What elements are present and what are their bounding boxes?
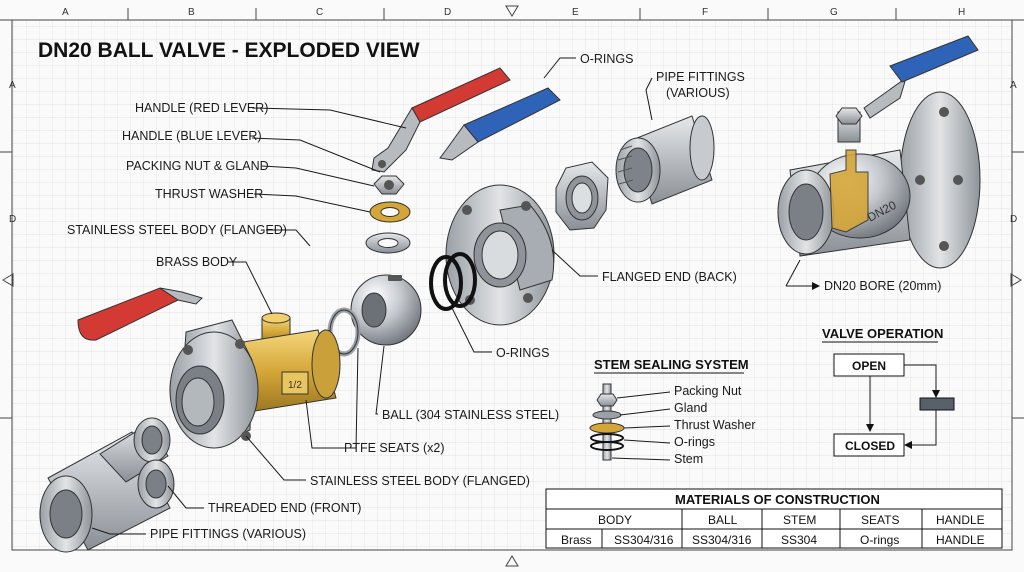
- state-open: OPEN: [852, 359, 886, 373]
- materials-title: MATERIALS OF CONSTRUCTION: [675, 492, 880, 507]
- materials-cell: HANDLE: [936, 533, 985, 547]
- label-pipe-fittings-bottom: PIPE FITTINGS (VARIOUS): [150, 527, 306, 541]
- red-handle-top: [371, 67, 511, 173]
- row-label: D: [1010, 214, 1017, 225]
- row-label: A: [1010, 80, 1017, 91]
- stem-item: O-rings: [674, 435, 715, 449]
- row-label: D: [9, 214, 16, 225]
- red-handle-bottom: [77, 287, 203, 341]
- materials-header: STEM: [783, 513, 816, 527]
- packing-nut: [373, 175, 405, 195]
- materials-header: BALL: [708, 513, 738, 527]
- label-o-rings-top: O-RINGS: [580, 52, 633, 66]
- stem-item: Thrust Washer: [674, 418, 756, 432]
- materials-cell: O-rings: [860, 533, 899, 547]
- stem-item: Gland: [674, 401, 707, 415]
- hex-nut-fitting: [555, 161, 609, 231]
- center-mark-right-icon: [1010, 273, 1022, 287]
- arrow-left-icon: [904, 441, 912, 449]
- materials-table: MATERIALS OF CONSTRUCTION BODY BALL STEM…: [545, 488, 1003, 549]
- col-label: H: [958, 7, 965, 18]
- label-pipe-fittings-top: PIPE FITTINGS: [656, 70, 745, 84]
- materials-cell: Brass: [561, 533, 592, 547]
- label-packing-nut: PACKING NUT & GLAND: [126, 159, 269, 173]
- blue-handle-top: [439, 87, 561, 161]
- stem-sealing-panel: STEM SEALING SYSTEM Packing Nut Gland Th…: [589, 357, 756, 466]
- materials-cell: SS304/316: [614, 533, 674, 547]
- center-mark-bottom-icon: [505, 555, 519, 567]
- arrow-down-icon: [866, 424, 874, 432]
- materials-header: BODY: [598, 513, 632, 527]
- label-ss-body-top: STAINLESS STEEL BODY (FLANGED): [67, 223, 287, 237]
- arrow-head-icon: [812, 282, 820, 290]
- col-label: C: [316, 7, 323, 18]
- label-flanged-end-back: FLANGED END (BACK): [602, 270, 737, 284]
- label-handle-red: HANDLE (RED LEVER): [135, 101, 268, 115]
- label-thrust-washer: THRUST WASHER: [155, 187, 263, 201]
- tee-pipe-fitting: [39, 417, 175, 553]
- label-o-rings-mid: O-RINGS: [496, 346, 549, 360]
- materials-header: HANDLE: [936, 513, 985, 527]
- col-label: D: [444, 7, 451, 18]
- center-mark-left-icon: [2, 273, 14, 287]
- lever-symbol-icon: [919, 397, 955, 411]
- materials-cell: SS304/316: [692, 533, 752, 547]
- state-closed: CLOSED: [845, 439, 895, 453]
- assembled-valve: DN20: [777, 35, 981, 269]
- body-marking: 1/2: [288, 380, 302, 391]
- label-ss-body-bottom: STAINLESS STEEL BODY (FLANGED): [310, 474, 530, 488]
- materials-cell: SS304: [781, 533, 817, 547]
- row-ruler: A D A D: [0, 80, 1024, 419]
- stem-sealing-title: STEM SEALING SYSTEM: [594, 357, 749, 372]
- label-handle-blue: HANDLE (BLUE LEVER): [122, 129, 262, 143]
- label-pipe-fittings-top-2: (VARIOUS): [666, 86, 730, 100]
- stem-item: Stem: [674, 452, 703, 466]
- stainless-ball: [350, 274, 422, 346]
- o-rings-pair: [429, 252, 477, 311]
- center-mark-top-icon: [505, 5, 519, 17]
- pipe-fitting-top: [615, 115, 715, 205]
- stainless-flanged-body: [169, 319, 259, 449]
- label-brass-body: BRASS BODY: [156, 255, 238, 269]
- col-label: F: [702, 7, 708, 18]
- materials-header: SEATS: [861, 513, 899, 527]
- col-label: A: [62, 7, 69, 18]
- callouts: HANDLE (RED LEVER) HANDLE (BLUE LEVER) P…: [67, 52, 941, 541]
- arrow-down-icon: [932, 390, 940, 398]
- stem-item: Packing Nut: [674, 384, 742, 398]
- row-label: A: [9, 80, 16, 91]
- label-ball: BALL (304 STAINLESS STEEL): [382, 408, 559, 422]
- label-threaded-end: THREADED END (FRONT): [208, 501, 361, 515]
- valve-operation-panel: VALVE OPERATION OPEN CLOSED: [822, 326, 955, 457]
- col-label: B: [188, 7, 195, 18]
- valve-operation-title: VALVE OPERATION: [822, 326, 943, 341]
- column-ruler: A B C D E F G H: [0, 5, 1024, 567]
- col-label: G: [830, 7, 838, 18]
- page-title: DN20 BALL VALVE - EXPLODED VIEW: [38, 39, 420, 62]
- label-dn20-bore: DN20 BORE (20mm): [824, 279, 941, 293]
- label-ptfe-seats: PTFE SEATS (x2): [344, 441, 444, 455]
- col-label: E: [572, 7, 579, 18]
